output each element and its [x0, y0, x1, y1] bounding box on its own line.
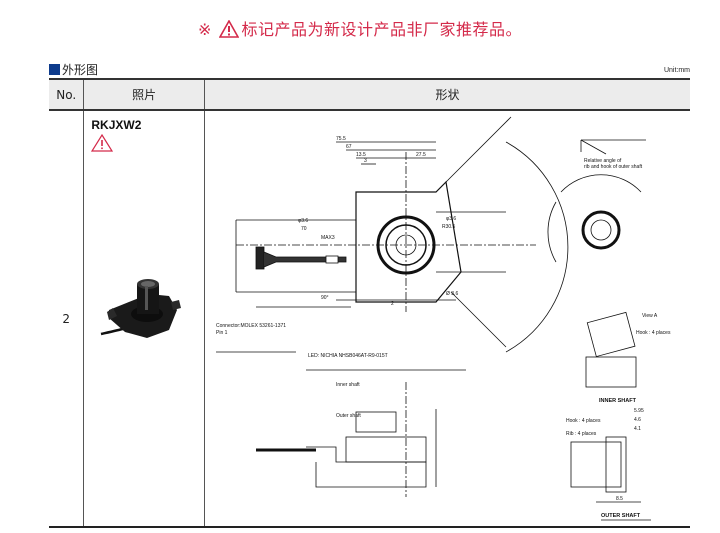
model-name: RKJXW2 — [91, 118, 142, 132]
product-photo — [99, 272, 203, 356]
section-marker-icon — [49, 64, 60, 75]
dim-phi-3-6-c: 90° — [321, 295, 329, 301]
pin-label: Pin 1 — [216, 330, 228, 336]
notice-text: 标记产品为新设计产品非厂家推荐品。 — [241, 20, 522, 39]
dim-67: 67 — [346, 144, 352, 150]
notice-prefix: ※ — [197, 20, 212, 39]
outer-shaft-label: Outer shaft — [336, 413, 361, 419]
outline-drawing: 75.5 67 13.5 3 27.5 φ3.6 70 MAX3 φ3.6 R3… — [206, 112, 689, 525]
rib-label: Rib : 4 places — [566, 431, 597, 437]
rib-title-2: rib and hook of outer shaft — [584, 164, 643, 170]
section-heading: 外形图 — [49, 61, 98, 78]
inner-hook-label: Hook : 4 places — [636, 330, 671, 336]
outline-table: No. 照片 形状 2 RKJXW2 — [49, 78, 690, 528]
table-header-row: No. 照片 形状 — [49, 78, 690, 111]
header-photo: 照片 — [83, 78, 205, 111]
dim-3: 3 — [364, 158, 367, 164]
dim-4-6: 4.6 — [634, 417, 641, 423]
inner-shaft-caption: INNER SHAFT — [599, 398, 637, 404]
warning-triangle-icon — [219, 19, 240, 42]
row-number: 2 — [49, 110, 85, 528]
dim-8-5: 8.5 — [616, 496, 623, 502]
dim-4-1: 4.1 — [634, 426, 641, 432]
dim-phi-3-6-a: φ3.6 — [298, 218, 308, 224]
dim-27-5: 27.5 — [416, 152, 426, 158]
section-title: 外形图 — [62, 63, 99, 77]
unit-label: Unit:mm — [663, 67, 690, 74]
dim-75-5-b: 2 — [391, 301, 394, 307]
connector-label: Connector:MOLEX 53261-1371 — [216, 323, 286, 329]
dim-phi-3-6-d: Ø 3.6 — [446, 291, 458, 297]
warning-triangle-icon — [91, 133, 203, 156]
view-a-label: View A — [642, 313, 658, 319]
photo-cell: RKJXW2 — [83, 110, 205, 528]
notice-banner: ※ 标记产品为新设计产品非厂家推荐品。 — [0, 16, 720, 42]
dim-5-95: 5.95 — [634, 408, 644, 414]
dim-r30-5: R30.5 — [442, 224, 456, 230]
dim-75-5: 75.5 — [336, 136, 346, 142]
outer-shaft-caption: OUTER SHAFT — [601, 513, 641, 519]
dim-70: 70 — [301, 226, 307, 232]
drawing-cell: 75.5 67 13.5 3 27.5 φ3.6 70 MAX3 φ3.6 R3… — [204, 110, 690, 528]
inner-shaft-label: Inner shaft — [336, 382, 360, 388]
dim-phi-3-6-b: φ3.6 — [446, 216, 456, 222]
dim-13-5: 13.5 — [356, 152, 366, 158]
outer-hook-label: Hook : 4 places — [566, 418, 601, 424]
led-label: LED: NICHIA NHSB046AT-R9-015T — [308, 353, 388, 359]
dim-max3: MAX3 — [321, 235, 335, 241]
rib-title-1: Relative angle of — [584, 158, 622, 164]
header-no: No. — [49, 78, 85, 111]
table-row: 2 RKJXW2 — [49, 110, 690, 528]
header-shape: 形状 — [204, 78, 690, 111]
drawing-lines: 75.5 67 13.5 3 27.5 φ3.6 70 MAX3 φ3.6 R3… — [216, 116, 671, 521]
